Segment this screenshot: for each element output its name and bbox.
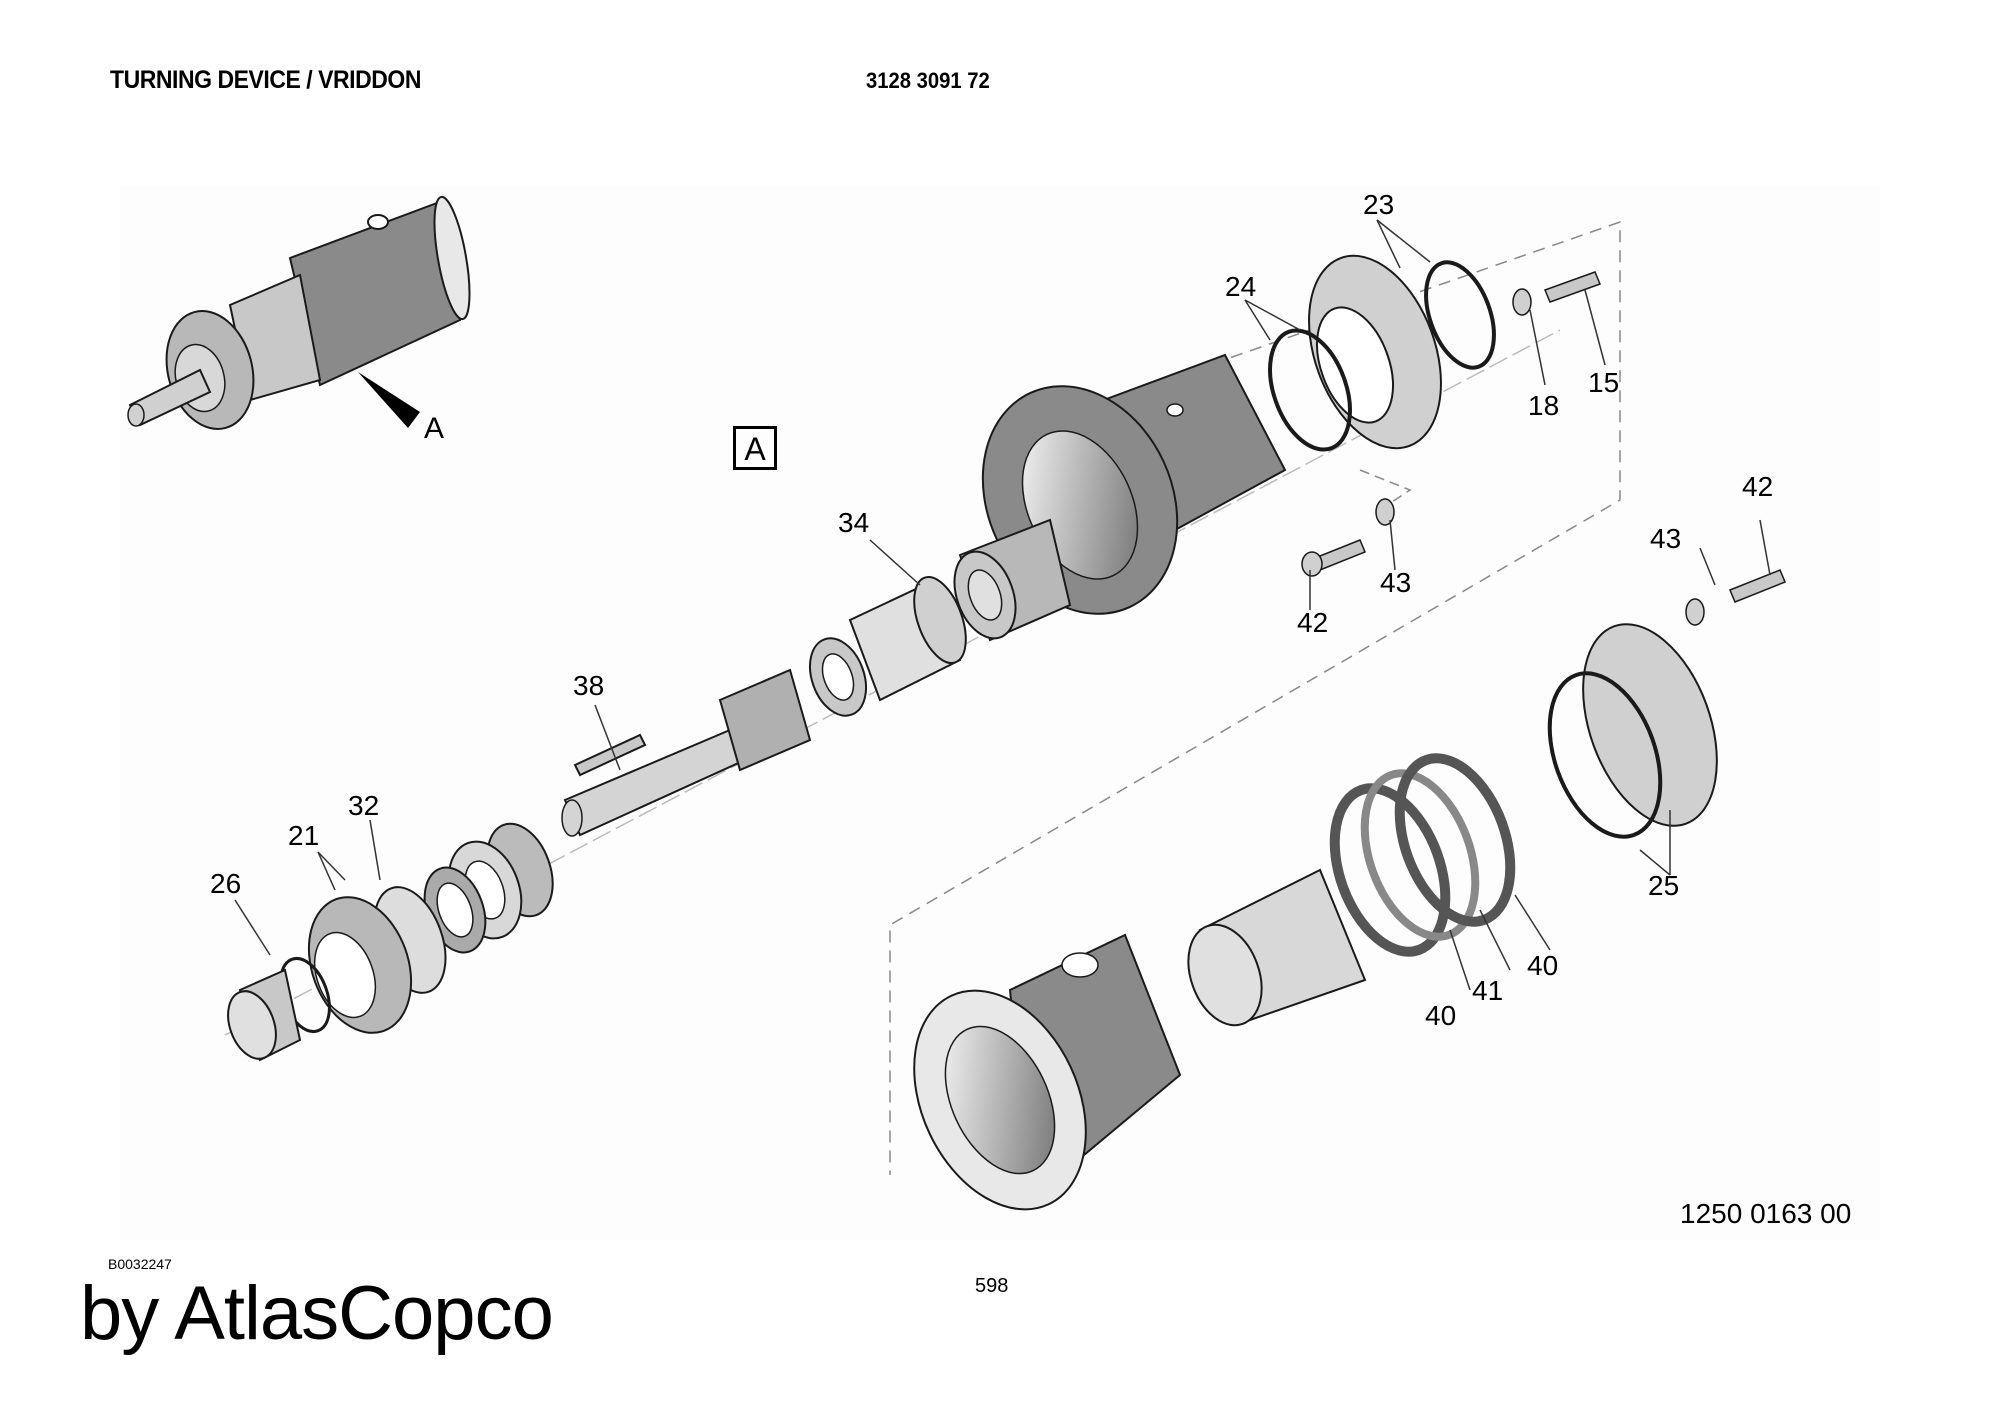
callout-43: 43 xyxy=(1380,567,1411,598)
bolt-part xyxy=(1729,569,1786,603)
callout-42: 42 xyxy=(1297,607,1328,638)
callout-38: 38 xyxy=(573,670,604,701)
part-number: 3128 3091 72 xyxy=(866,68,990,93)
image-id: B0032247 xyxy=(108,1256,172,1272)
callout-15: 15 xyxy=(1588,367,1619,398)
washer-part xyxy=(1375,498,1395,526)
callout-32: 32 xyxy=(348,790,379,821)
leader-lines xyxy=(234,219,1771,991)
assembly-group-outline xyxy=(889,220,1621,1175)
callout-24: 24 xyxy=(1225,271,1256,302)
end-cover-assembly-part xyxy=(227,886,447,1062)
callout-40: 40 xyxy=(1527,950,1558,981)
bearing-flange-part xyxy=(1268,254,1496,452)
callout-21: 21 xyxy=(288,820,319,851)
callout-42: 42 xyxy=(1742,471,1773,502)
page-number: 598 xyxy=(975,1275,1009,1297)
document-title: TURNING DEVICE / VRIDDON xyxy=(110,66,421,94)
cylinder-part xyxy=(913,933,1182,1211)
overview-view-label: A xyxy=(424,412,444,445)
washer-part xyxy=(1512,288,1532,316)
lower-flange-part xyxy=(1547,623,1718,839)
callout-43: 43 xyxy=(1650,523,1681,554)
key-part xyxy=(573,733,647,777)
spline-hub-part xyxy=(953,518,1072,642)
callout-34: 34 xyxy=(838,507,869,538)
piston-part xyxy=(1187,753,1516,1027)
washer-part xyxy=(1685,598,1705,626)
callout-23: 23 xyxy=(1363,189,1394,220)
brand-watermark: by AtlasCopco xyxy=(80,1271,554,1356)
bearing-rings-part xyxy=(423,822,554,954)
bushing-part xyxy=(808,576,967,717)
overview-assembly: A xyxy=(127,195,471,445)
callout-25: 25 xyxy=(1648,870,1679,901)
callout-40: 40 xyxy=(1425,1000,1456,1031)
callout-41: 41 xyxy=(1472,975,1503,1006)
drawing-number: 1250 0163 00 xyxy=(1680,1198,1852,1229)
pinion-shaft-part xyxy=(561,668,812,837)
detail-view-label: A xyxy=(733,426,777,470)
view-arrow-icon xyxy=(358,372,420,428)
callout-26: 26 xyxy=(210,868,241,899)
callout-18: 18 xyxy=(1528,390,1559,421)
bolt-part xyxy=(1544,271,1601,303)
